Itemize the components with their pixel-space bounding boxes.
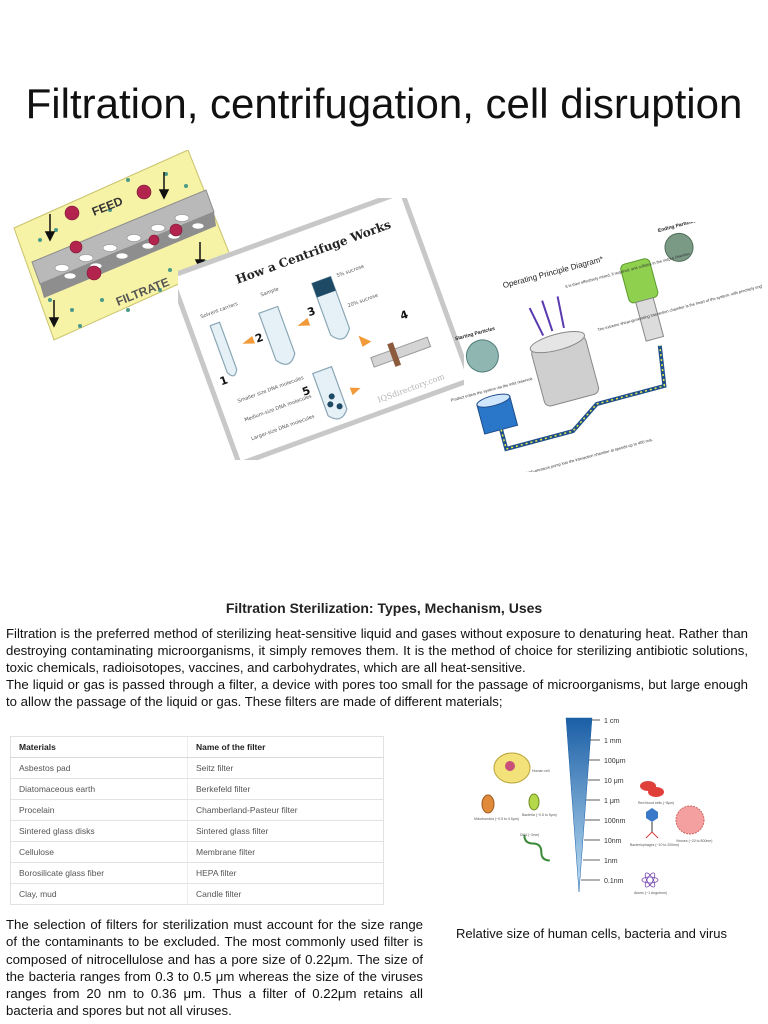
table-cell: Procelain: [10, 799, 188, 821]
table-cell: Membrane filter: [187, 841, 384, 863]
red-blood-cells-icon: [640, 781, 664, 797]
scale-label: 1 mm: [604, 738, 622, 745]
table-header: Materials: [10, 736, 188, 758]
mitochondria-icon: [481, 794, 495, 814]
scale-item-label: DNA (~2nm): [520, 833, 539, 837]
table-cell: Sintered glass disks: [10, 820, 188, 842]
table-cell: Asbestos pad: [10, 757, 188, 779]
bacteria-icon: [528, 793, 540, 811]
filtration-illustration: FEED FILTRATE: [13, 150, 233, 341]
operating-principle-diagram: Operating Principle Diagram* Starting Pa…: [450, 222, 762, 472]
step-number: 3: [306, 304, 318, 319]
op-footer: Product is powered by a high-pressure pu…: [483, 437, 653, 472]
scale-item-label: Bacteriophages (~10 to 200nm): [630, 843, 679, 847]
table-cell: Berkefeld filter: [187, 778, 384, 800]
paragraph-filter-description: The liquid or gas is passed through a fi…: [6, 677, 748, 709]
bacteriophage-icon: [645, 808, 659, 839]
scale-item-label: Bacteria (~0.5 to 5μm): [522, 813, 557, 817]
table-header: Name of the filter: [187, 736, 384, 758]
scale-label: 1 cm: [604, 718, 619, 725]
centrifuge-illustration: How a Centrifuge Works 1 2 3 4 5 Solvent…: [178, 198, 464, 460]
filter-materials-table: Materials Name of the filter Asbestos pa…: [10, 736, 384, 905]
scale-item-label: Red blood cells (~8μm): [638, 801, 674, 805]
table-header-row: Materials Name of the filter: [10, 736, 384, 758]
table-cell: HEPA filter: [187, 862, 384, 884]
size-scale-caption: Relative size of human cells, bacteria a…: [456, 926, 727, 941]
size-scale-figure: 1 cm 1 mm 100μm 10 μm 1 μm 100nm 10nm 1n…: [474, 717, 712, 895]
paragraph-filter-selection: The selection of filters for sterilizati…: [6, 917, 423, 1019]
table-cell: Clay, mud: [10, 883, 188, 905]
scale-label: 100nm: [604, 818, 626, 825]
paragraph-intro: Filtration is the preferred method of st…: [6, 626, 748, 675]
table-cell: Seitz filter: [187, 757, 384, 779]
step-number: 4: [398, 308, 410, 323]
scale-label: 10 μm: [604, 778, 624, 785]
scale-label: 1 μm: [604, 798, 620, 805]
table-cell: Cellulose: [10, 841, 188, 863]
scale-label: 10nm: [604, 838, 622, 845]
dna-icon: [523, 834, 550, 862]
operating-title: Operating Principle Diagram*: [502, 255, 604, 291]
starting-particles-label: Starting Particles: [454, 326, 495, 342]
table-cell: Chamberland-Pasteur filter: [187, 799, 384, 821]
scale-label: 100μm: [604, 758, 626, 765]
table-cell: Diatomaceous earth: [10, 778, 188, 800]
step-number: 2: [253, 331, 265, 346]
scale-label: 1nm: [604, 858, 618, 865]
table-cell: Sintered glass filter: [187, 820, 384, 842]
table-cell: Candle filter: [187, 883, 384, 905]
page-title: Filtration, centrifugation, cell disrupt…: [25, 80, 743, 127]
scale-item-label: Mitochondria (~0.5 to 0.5μm): [474, 817, 519, 821]
scale-item-label: Viruses (~20 to 800nm): [676, 839, 712, 843]
step-number: 5: [300, 384, 312, 399]
scale-label: 0.1nm: [604, 878, 624, 885]
virus-icon: [675, 805, 705, 835]
atom-icon: [641, 872, 659, 888]
ending-particles-label: Ending Particles: [657, 222, 697, 234]
table-cell: Borosilicate glass fiber: [10, 862, 188, 884]
scale-item-label: Atoms (~1 Angstrom): [634, 891, 667, 895]
step-number: 1: [218, 373, 230, 388]
scale-item-label: Human cell: [532, 769, 550, 773]
section-heading: Filtration Sterilization: Types, Mechani…: [225, 600, 543, 616]
